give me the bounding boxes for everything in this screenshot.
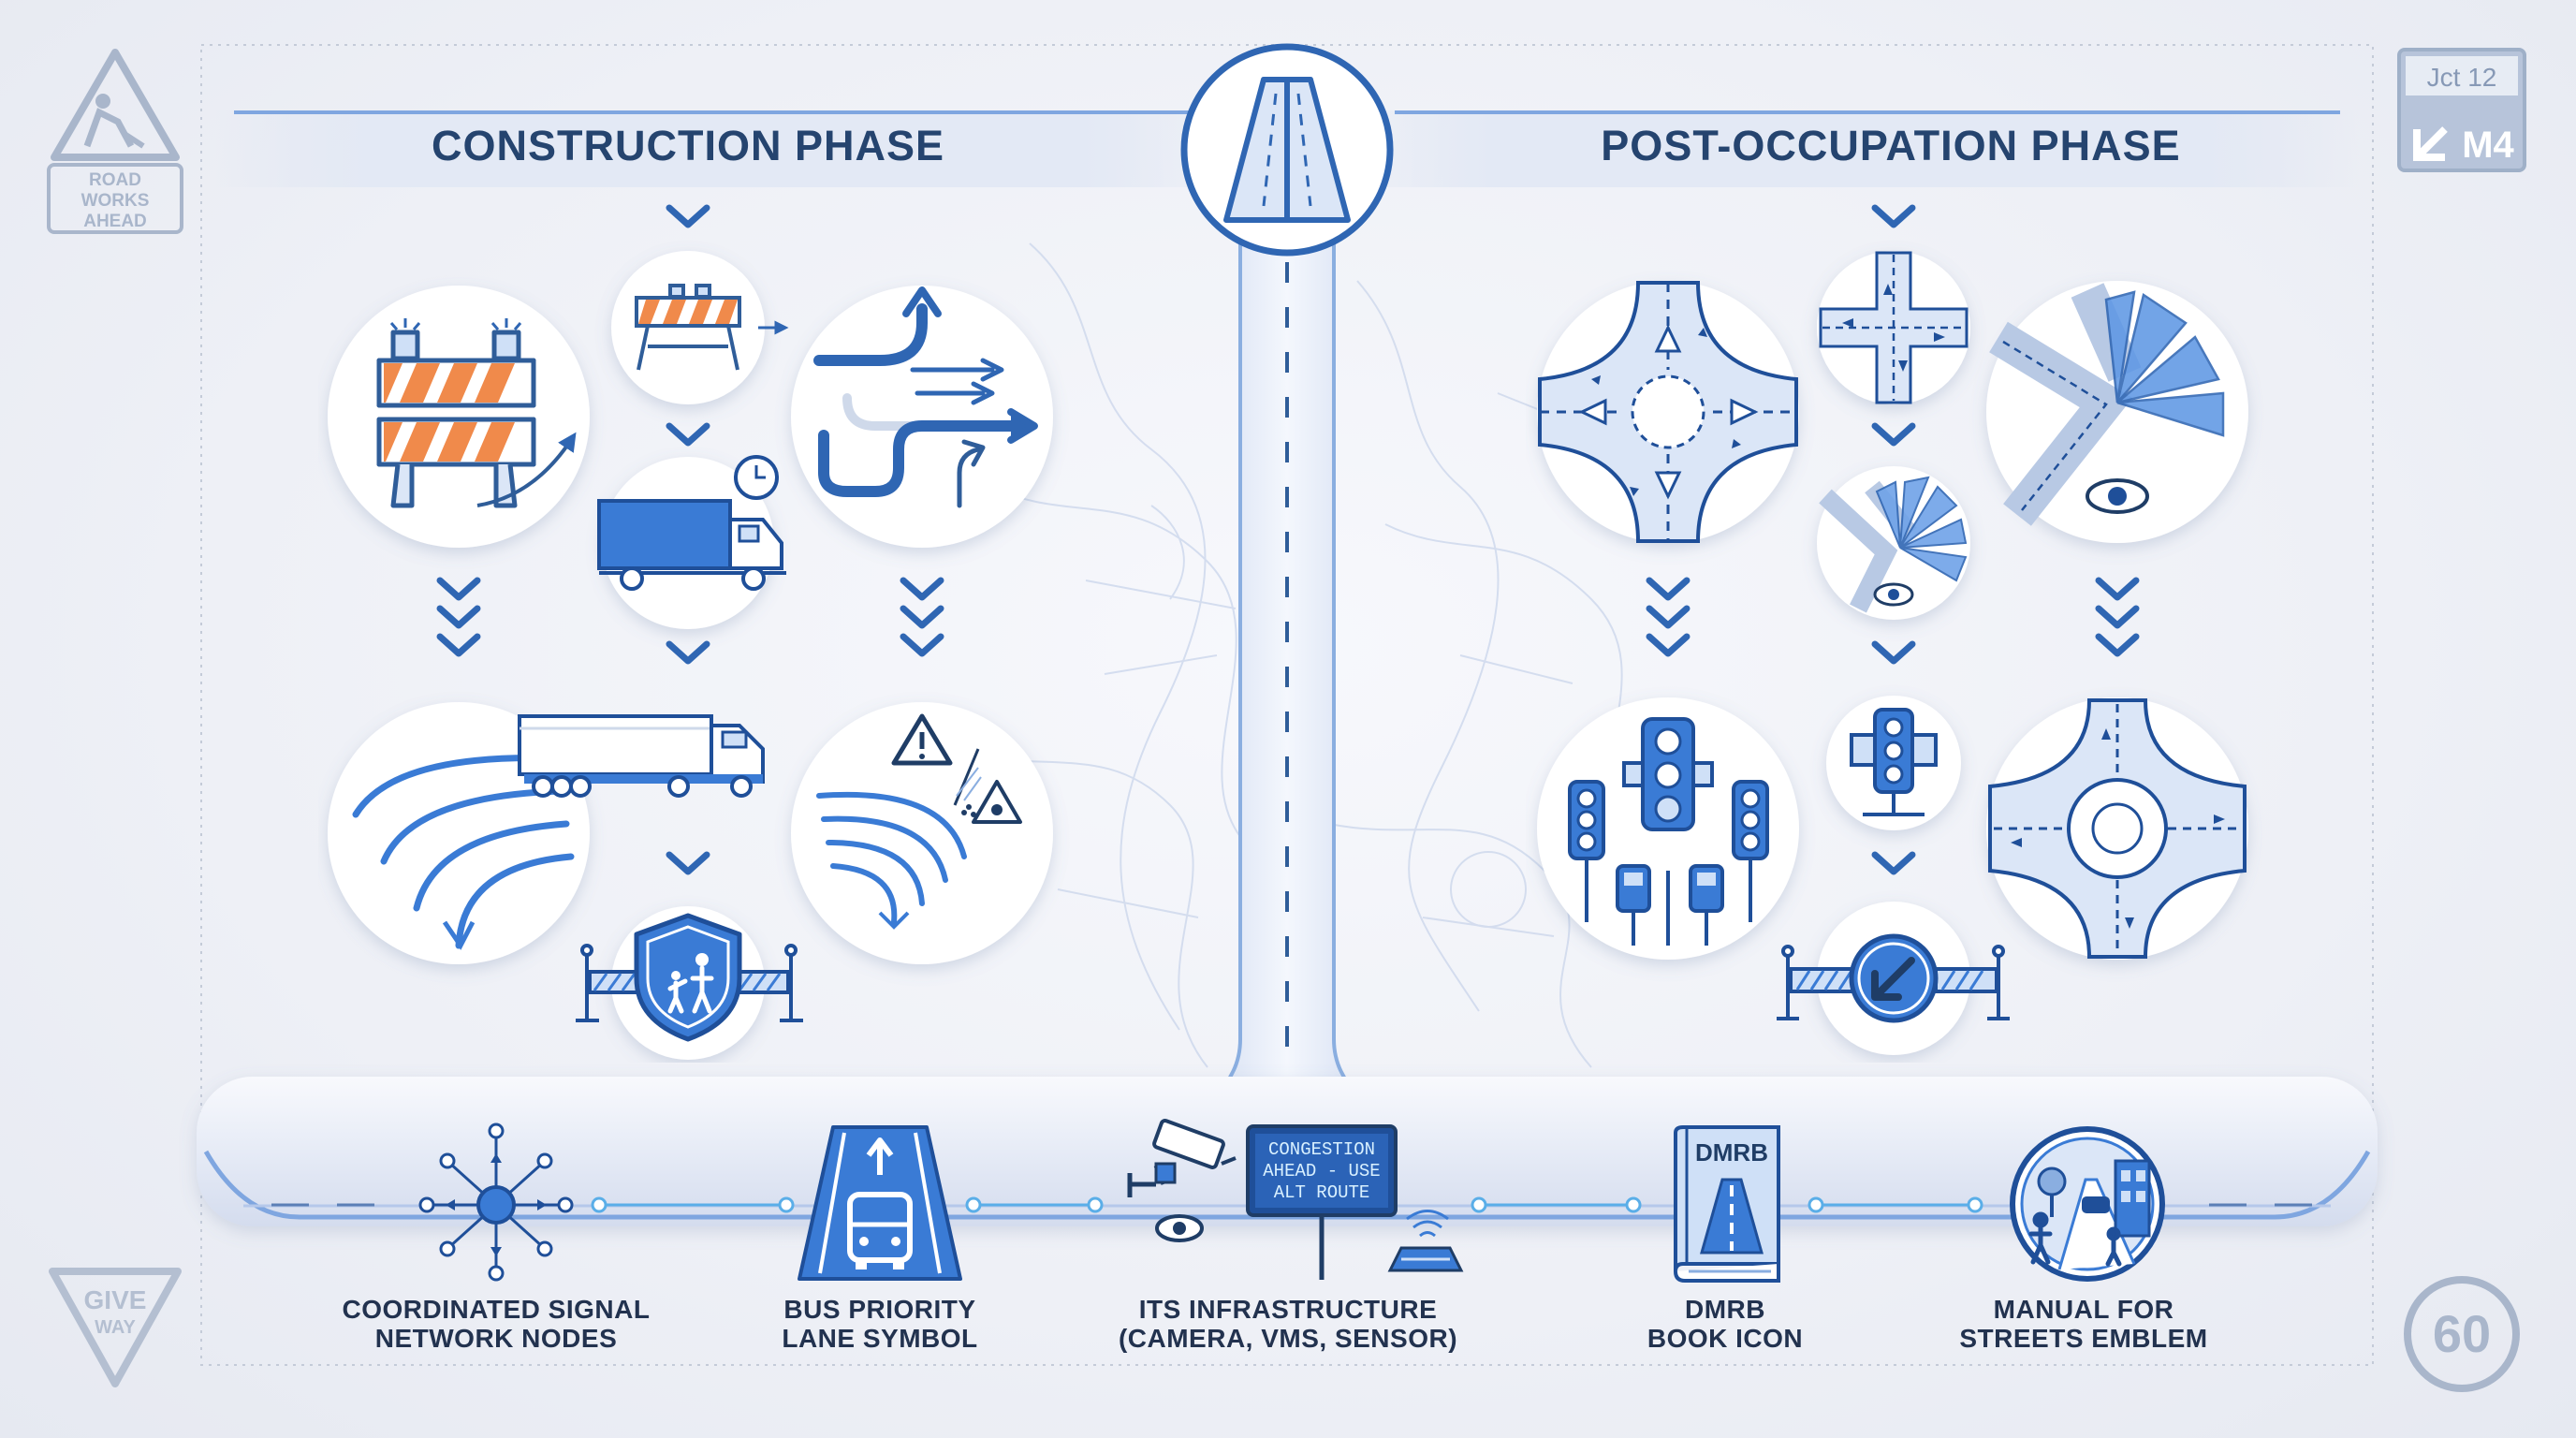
vms-line-1: CONGESTION	[1268, 1139, 1375, 1160]
road-sensor-icon	[1387, 1210, 1464, 1272]
bus-lane-icon	[798, 1125, 962, 1281]
label-line: NETWORK NODES	[374, 1324, 618, 1353]
vms-line-3: ALT ROUTE	[1274, 1182, 1370, 1203]
label-line: LANE SYMBOL	[782, 1324, 978, 1353]
vms-line-2: AHEAD - USE	[1263, 1161, 1380, 1181]
motorway-junction-sign-icon: Jct 12 M4	[2397, 48, 2526, 172]
traffic-signals-small-node	[1826, 696, 1961, 830]
construction-phase-diagram	[328, 204, 1053, 1060]
small-junction-node	[1817, 251, 1970, 404]
construction-phase-title: CONSTRUCTION PHASE	[431, 122, 945, 169]
network-node-icon	[418, 1123, 574, 1282]
hgv-curved-road-node	[328, 702, 765, 964]
label-its-infrastructure: ITS INFRASTRUCTURE (CAMERA, VMS, SENSOR)	[1091, 1295, 1485, 1353]
traffic-signals-cluster-node	[1537, 697, 1799, 960]
roundabout-node	[1986, 697, 2248, 960]
eye-icon	[1155, 1214, 1204, 1242]
give-way-sign-icon: GIVE WAY	[49, 1268, 182, 1387]
streets-emblem-icon	[2010, 1126, 2165, 1282]
truck-timed-delivery-node	[597, 455, 786, 629]
keep-left-barrier-node	[1777, 902, 2010, 1055]
speed-limit-value: 60	[2433, 1304, 2491, 1363]
small-barrier-node	[611, 251, 789, 404]
label-line: COORDINATED SIGNAL	[342, 1295, 651, 1324]
visibility-splay-small-node	[1817, 466, 1970, 620]
label-bus-priority-lane: BUS PRIORITY LANE SYMBOL	[683, 1295, 1076, 1353]
label-manual-for-streets: MANUAL FOR STREETS EMBLEM	[1887, 1295, 2280, 1353]
label-signal-network-nodes: COORDINATED SIGNAL NETWORK NODES	[300, 1295, 693, 1353]
road-works-line-1: ROAD	[89, 170, 141, 190]
hgv-trailer	[518, 714, 765, 798]
its-infrastructure-icon: CONGESTION AHEAD - USE ALT ROUTE	[1127, 1119, 1464, 1280]
label-line: ITS INFRASTRUCTURE	[1138, 1295, 1438, 1324]
road-works-sign-icon: ROAD WORKS AHEAD	[47, 49, 183, 234]
route-diversion-arrows-node	[791, 286, 1053, 548]
vms-sign-icon: CONGESTION AHEAD - USE ALT ROUTE	[1246, 1124, 1398, 1280]
label-dmrb-book: DMRB BOOK ICON	[1529, 1295, 1922, 1353]
junction-number: Jct 12	[2427, 63, 2497, 92]
four-way-junction-node	[1537, 281, 1799, 543]
road-works-line-3: AHEAD	[83, 212, 147, 231]
label-line: BOOK ICON	[1647, 1324, 1804, 1353]
book-title: DMRB	[1695, 1138, 1768, 1167]
book-icon: DMRB	[1674, 1125, 1780, 1283]
visibility-splay-large-node	[1986, 281, 2248, 543]
flow-chevrons	[436, 204, 944, 875]
label-line: DMRB	[1685, 1295, 1765, 1324]
label-line: MANUAL FOR	[1993, 1295, 2174, 1324]
give-way-line-1: GIVE	[84, 1285, 147, 1314]
hazard-curved-road-node	[791, 702, 1053, 964]
speed-limit-sign-icon: 60	[2404, 1276, 2520, 1392]
pedestrian-protection-node	[576, 906, 803, 1060]
give-way-line-2: WAY	[95, 1317, 136, 1338]
post-occupation-phase-diagram	[1537, 204, 2248, 1055]
label-line: STREETS EMBLEM	[1959, 1324, 2208, 1353]
label-line: (CAMERA, VMS, SENSOR)	[1118, 1324, 1458, 1353]
road-works-line-2: WORKS	[81, 191, 150, 211]
flow-chevrons-post	[1646, 204, 2140, 875]
label-line: BUS PRIORITY	[783, 1295, 976, 1324]
barrier-beacons-node	[328, 286, 590, 548]
motorway-name: M4	[2462, 125, 2514, 166]
road-emblem-icon	[1180, 43, 1394, 257]
post-occupation-phase-title: POST-OCCUPATION PHASE	[1601, 122, 2181, 169]
cctv-camera-icon	[1127, 1119, 1237, 1197]
